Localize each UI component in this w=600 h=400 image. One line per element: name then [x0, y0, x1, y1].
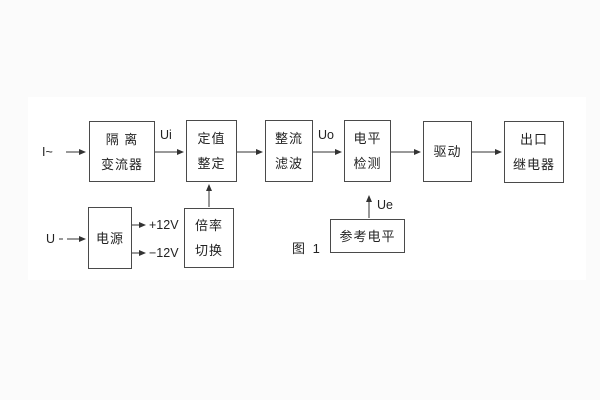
block-setting-line1: 定值 [197, 131, 226, 146]
block-output-relay-line2: 继电器 [512, 157, 555, 172]
label-supply-pos: +12V [149, 218, 179, 232]
block-rectifier-line1: 整流 [274, 131, 303, 146]
label-ue: Ue [377, 198, 393, 212]
block-setting-line2: 整定 [197, 156, 226, 171]
block-level-detect-line2: 检测 [353, 156, 382, 171]
block-output-relay-line1: 出口 [519, 132, 548, 147]
block-reference-level-line1: 参考电平 [339, 228, 396, 244]
label-input-voltage: U [46, 232, 56, 246]
block-power-line1: 电源 [95, 230, 124, 246]
block-level-detect: 电平 检测 [344, 120, 391, 182]
block-ratio-switch-line1: 倍率 [194, 218, 223, 233]
block-isolation-line2: 变流器 [100, 156, 143, 172]
label-ui: Ui [160, 128, 172, 142]
label-supply-neg: −12V [149, 246, 179, 260]
block-setting-adjust: 定值 整定 [186, 120, 237, 182]
figure-caption: 图 1 [292, 241, 322, 256]
block-isolation-line1: 隔 离 [105, 131, 139, 147]
block-output-relay: 出口 继电器 [504, 121, 564, 183]
block-rectifier-line2: 滤波 [274, 156, 303, 171]
block-ratio-switch: 倍率 切换 [184, 208, 234, 268]
block-isolation-transformer: 隔 离 变流器 [89, 121, 155, 182]
block-ratio-switch-line2: 切换 [194, 243, 223, 258]
block-level-detect-line1: 电平 [353, 131, 382, 146]
label-uo: Uo [318, 128, 334, 142]
block-rectifier-filter: 整流 滤波 [265, 120, 313, 182]
block-power-supply: 电源 [88, 207, 132, 269]
block-driver-line1: 驱动 [433, 144, 462, 159]
block-reference-level: 参考电平 [330, 219, 405, 253]
block-driver: 驱动 [423, 121, 472, 182]
label-input-current: I~ [42, 145, 53, 159]
